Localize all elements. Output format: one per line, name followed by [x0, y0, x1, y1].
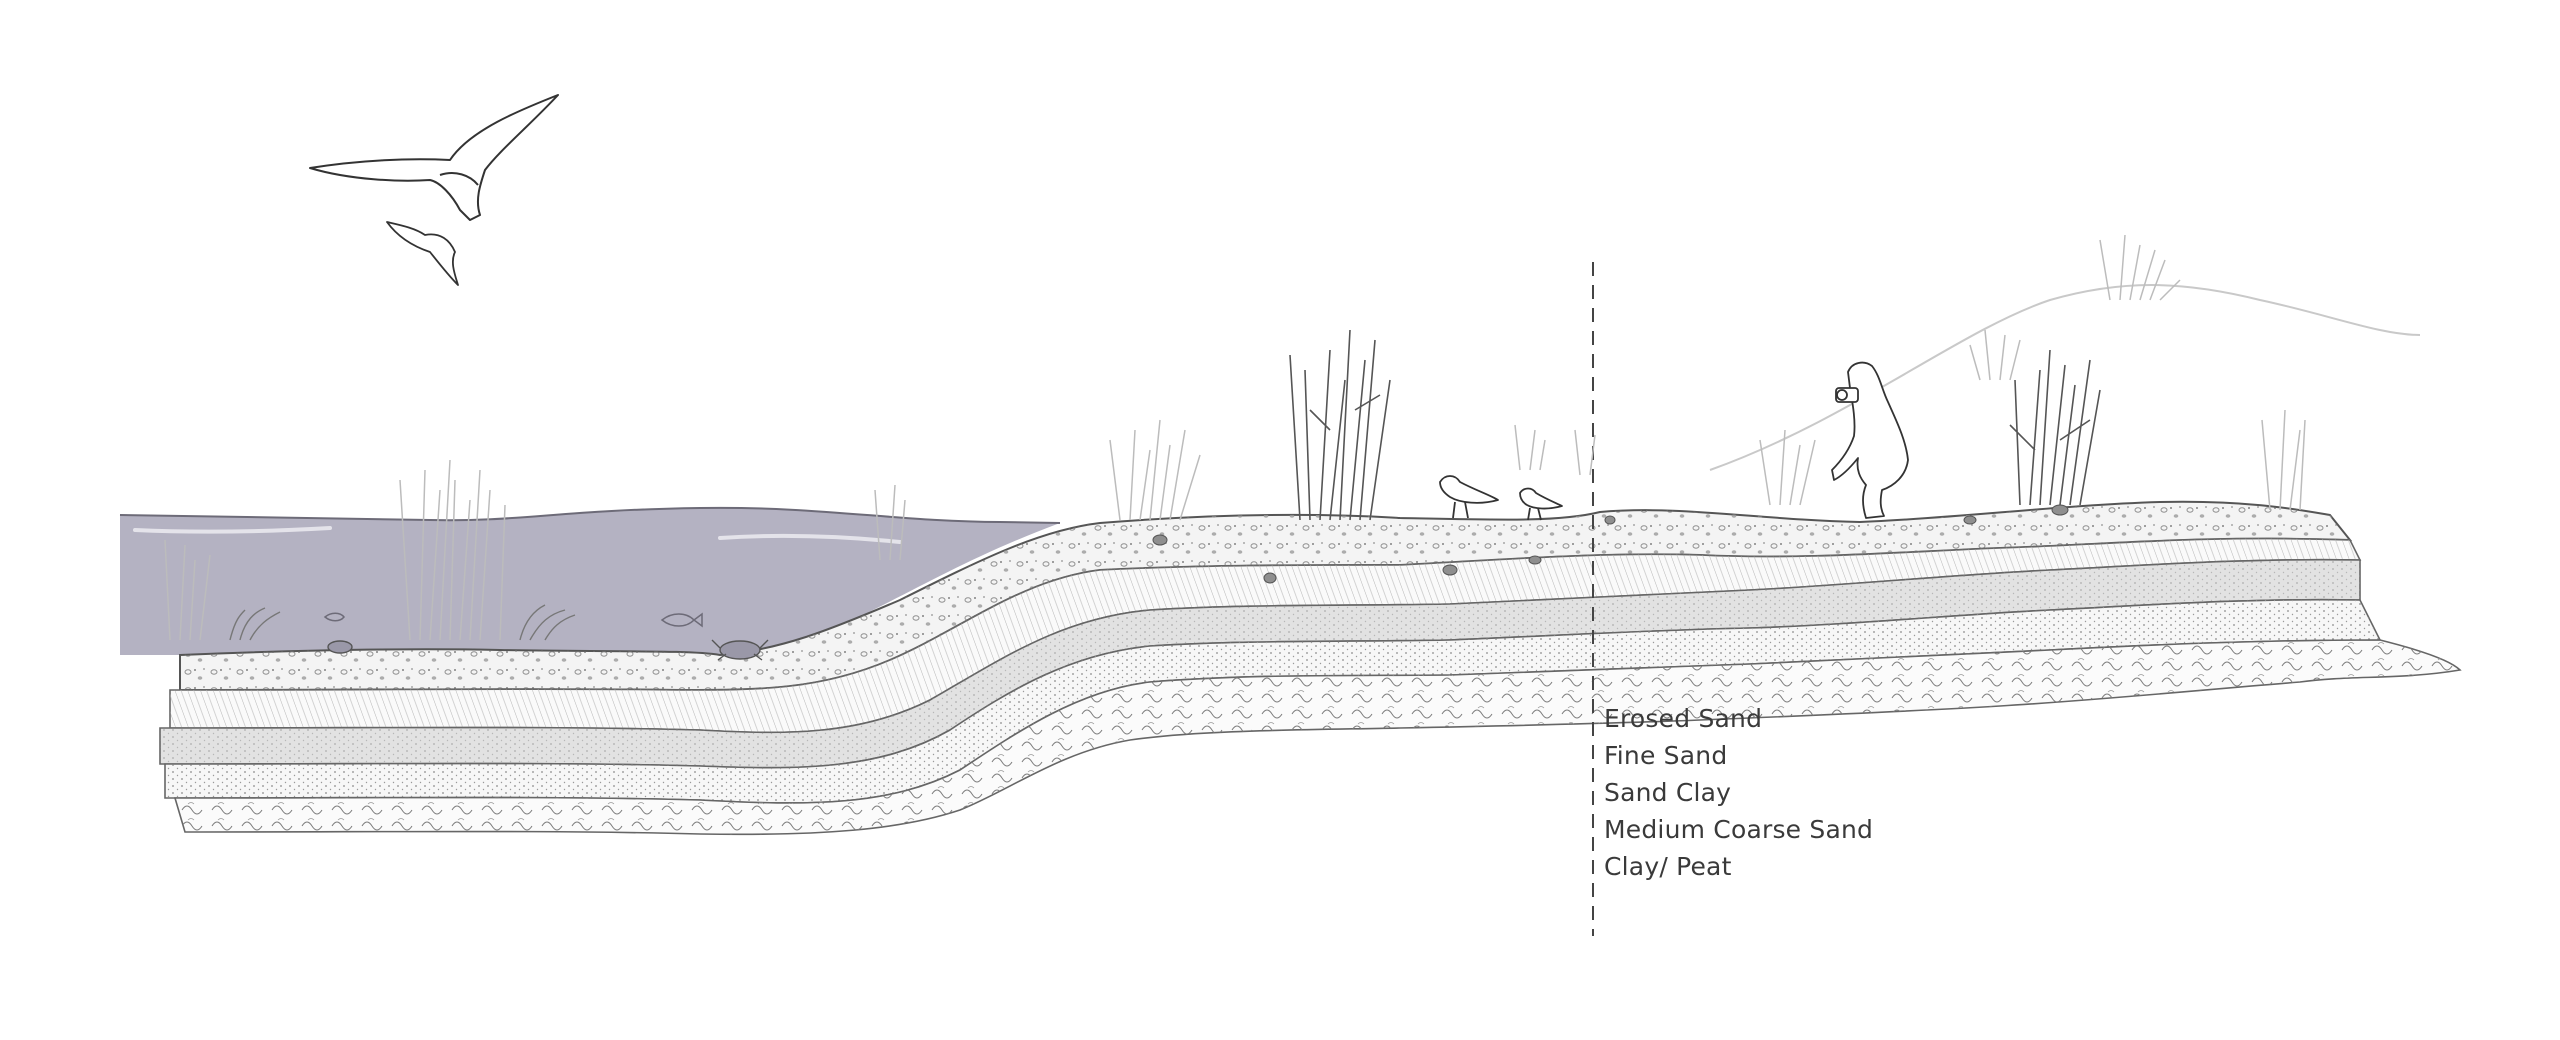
legend: Erosed Sand Fine Sand Sand Clay Medium C… [1604, 700, 1873, 885]
layer-sand-clay-texture [160, 559, 2360, 768]
water-body [120, 507, 1060, 655]
layer-erosed-sand-texture [180, 501, 2350, 690]
surface-rocks [1152, 504, 2069, 584]
seagull-flying-icon [309, 94, 559, 221]
background-dune-line [1709, 284, 2421, 471]
shrub-icon [1289, 329, 2101, 521]
shrub-icon [229, 604, 576, 641]
reed-icon [164, 234, 2306, 641]
water-highlight [133, 526, 332, 534]
fish-icon [323, 612, 703, 628]
photographer-icon [1831, 361, 1909, 519]
legend-item-erosed-sand: Erosed Sand [1604, 704, 1763, 733]
legend-item-fine-sand: Fine Sand [1604, 741, 1728, 770]
legend-item-sand-clay: Sand Clay [1604, 778, 1732, 807]
legend-item-medium-coarse-sand: Medium Coarse Sand [1604, 815, 1874, 844]
layer-clay-peat-texture [175, 640, 2460, 835]
layer-medium-coarse-sand-texture [165, 599, 2380, 803]
seagull-walking-icon [1439, 475, 1563, 521]
water-surface-line [119, 506, 1061, 524]
crab-icon [327, 639, 769, 661]
seagull-flying-icon [386, 221, 459, 286]
legend-item-clay-peat: Clay/ Peat [1604, 852, 1732, 881]
